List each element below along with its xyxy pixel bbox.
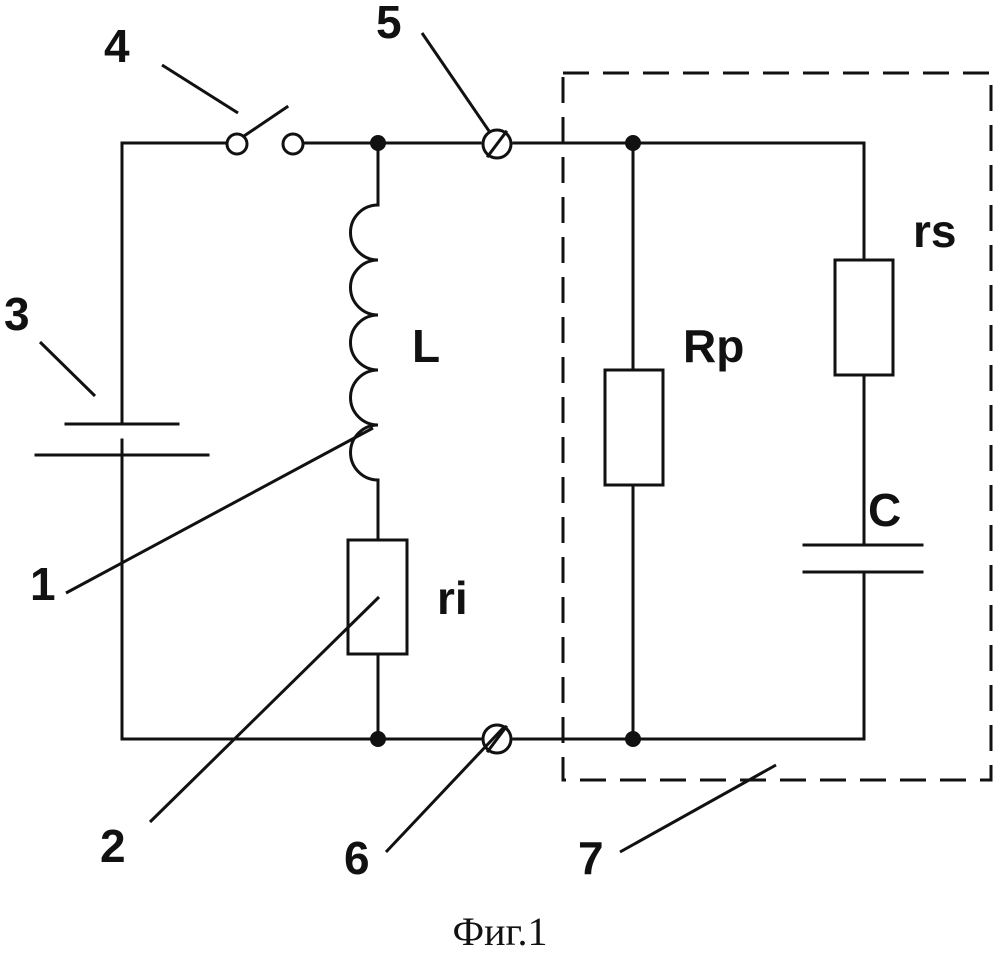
label-capacitance: C — [868, 484, 901, 536]
callout-4: 4 — [104, 20, 130, 72]
resistor-rs-symbol — [835, 260, 893, 375]
resistor-rp-symbol — [605, 370, 663, 485]
source-loop-wires — [122, 143, 864, 739]
callout-3: 3 — [4, 288, 30, 340]
figure-caption: Фиг.1 — [453, 909, 548, 954]
terminal-bottom — [483, 725, 511, 753]
rp-branch — [605, 143, 663, 739]
label-inductor: L — [412, 320, 440, 372]
callout-1: 1 — [30, 558, 56, 610]
callout-5: 5 — [376, 0, 402, 48]
callout-2: 2 — [100, 820, 126, 872]
inductor-branch — [348, 143, 407, 739]
battery-symbol — [36, 400, 208, 455]
label-rs: rs — [913, 205, 956, 257]
callout-leaders — [40, 33, 776, 852]
label-rp: Rp — [683, 320, 744, 372]
junction-dots — [370, 135, 641, 747]
switch-symbol — [227, 107, 303, 154]
callout-7: 7 — [578, 832, 604, 884]
label-ri: ri — [437, 572, 468, 624]
callout-6: 6 — [344, 832, 370, 884]
terminal-top — [483, 130, 511, 158]
rs-c-branch — [804, 143, 922, 739]
